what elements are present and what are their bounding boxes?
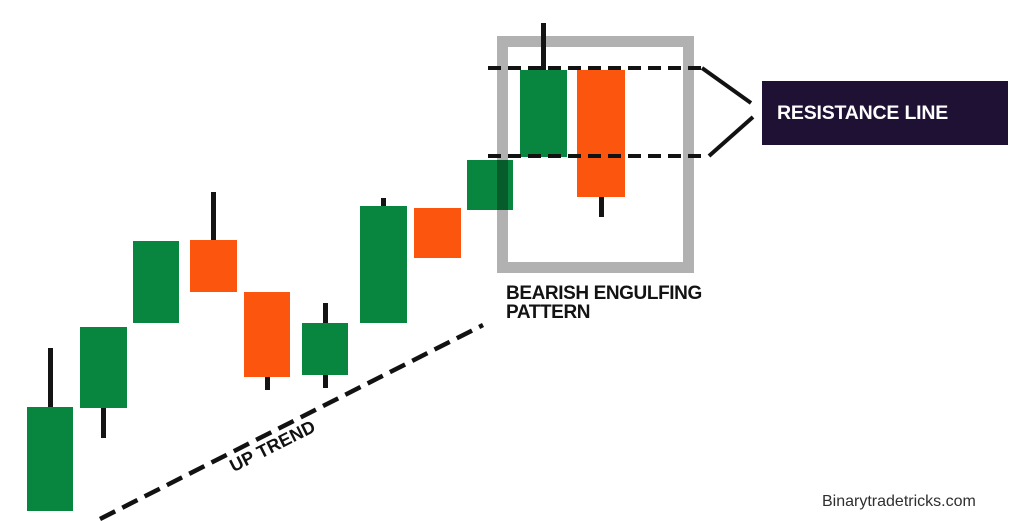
pattern-label-line1: BEARISH ENGULFING [506,283,702,304]
candle-5-body [244,292,290,377]
candle-2-lower-wick [101,408,106,438]
pattern-label-line2: PATTERN [506,302,591,323]
candle-8-body [414,208,461,258]
candle-3-body [133,241,179,323]
candle-6-body [302,323,348,375]
resistance-callout-box: RESISTANCE LINE [762,81,1008,145]
candle-7-body [360,206,407,323]
candle-9-body [467,160,513,210]
candle-11-lower-wick [598,197,604,217]
pattern-label: BEARISH ENGULFING PATTERN [506,284,702,322]
candle-10-body [520,70,567,157]
candle-11-body [577,70,625,197]
candle-2-body [80,327,127,408]
resistance-label: RESISTANCE LINE [777,101,949,124]
candle-6-upper-wick [322,303,328,323]
candle-1-body [27,407,73,511]
candle-1-upper-wick [47,348,53,407]
candle-7-upper-wick [381,198,386,206]
candle-6-lower-wick [322,375,328,388]
candle-5-lower-wick [264,377,270,390]
candle-10-upper-wick [541,23,546,70]
candle-4-upper-wick [211,192,216,240]
candle-4-body [190,240,237,292]
watermark: Binarytradetricks.com [822,493,976,510]
